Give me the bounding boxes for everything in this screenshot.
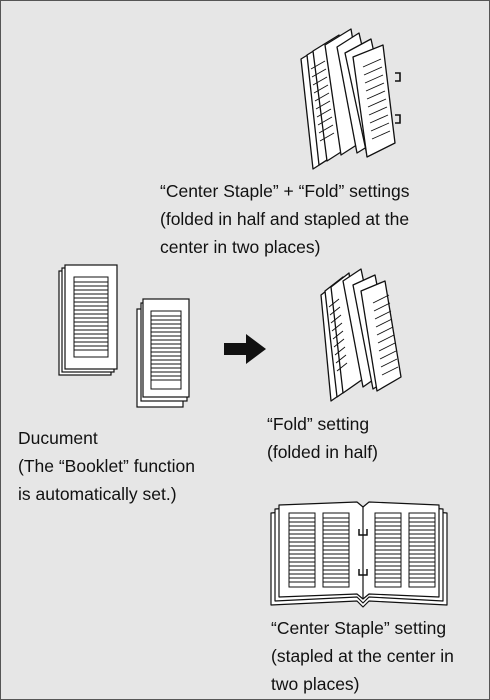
caption-line: Ducument	[18, 428, 98, 448]
caption-line: center in two places)	[160, 237, 321, 257]
caption-line: “Fold” setting	[267, 414, 370, 434]
caption-line: “Center Staple” + “Fold” settings	[160, 181, 410, 201]
caption-line: (The “Booklet” function	[18, 456, 196, 476]
center-staple-fold-caption: “Center Staple” + “Fold” settings (folde…	[160, 177, 409, 261]
caption-line: is automatically set.)	[18, 484, 177, 504]
open-stapled-booklet-icon	[270, 501, 448, 608]
caption-line: “Center Staple” setting	[271, 618, 447, 638]
fold-caption: “Fold” setting (folded in half)	[267, 410, 378, 466]
caption-line: two places)	[271, 674, 360, 694]
document-caption: Ducument (The “Booklet” function is auto…	[18, 424, 195, 508]
folded-booklet-icon	[320, 268, 402, 402]
right-arrow-icon	[224, 334, 266, 364]
caption-line: (folded in half and stapled at the	[160, 209, 410, 229]
caption-line: (stapled at the center in	[271, 646, 454, 666]
document-stack-icon	[58, 264, 190, 408]
center-staple-caption: “Center Staple” setting (stapled at the …	[271, 614, 454, 698]
caption-line: (folded in half)	[267, 442, 378, 462]
stapled-folded-booklet-icon	[300, 28, 401, 170]
